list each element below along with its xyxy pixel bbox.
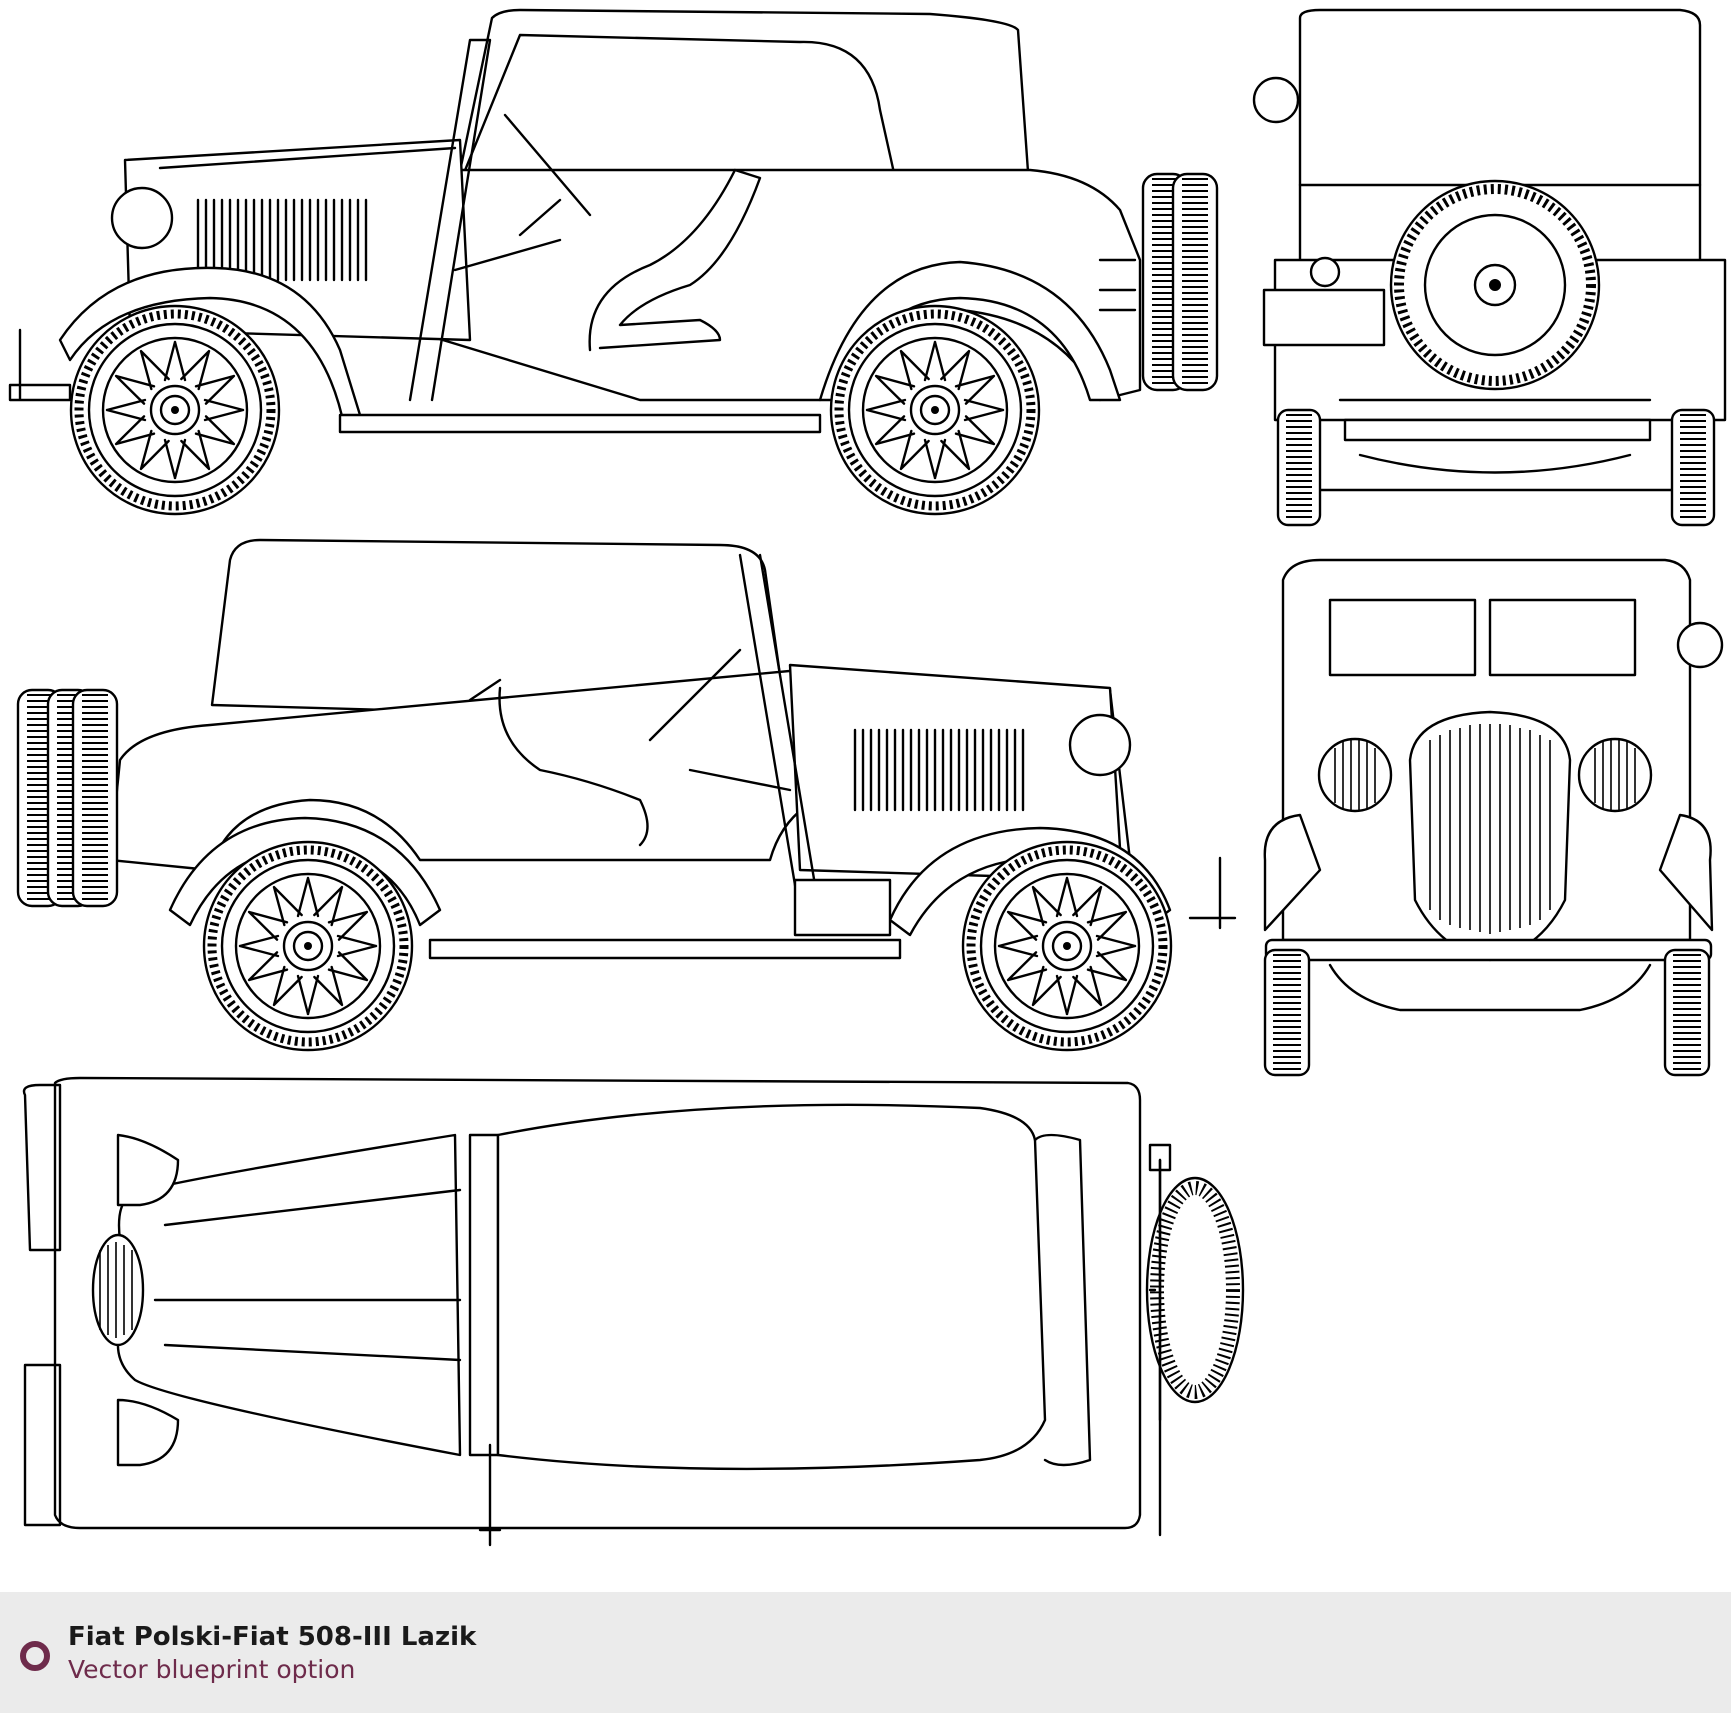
rear-view xyxy=(1252,8,1727,527)
side-view-right xyxy=(18,538,1237,1050)
blueprint-subtitle: Vector blueprint option xyxy=(68,1655,356,1684)
front-view xyxy=(1263,558,1724,1077)
top-view xyxy=(22,1076,1245,1547)
side-view-left xyxy=(8,8,1217,514)
blueprint-title: Fiat Polski-Fiat 508-III Lazik xyxy=(68,1622,477,1652)
ring-icon xyxy=(20,1641,50,1671)
caption-bar: Fiat Polski-Fiat 508-III Lazik Vector bl… xyxy=(0,1592,1731,1713)
blueprint-drawing xyxy=(0,8,1727,1547)
